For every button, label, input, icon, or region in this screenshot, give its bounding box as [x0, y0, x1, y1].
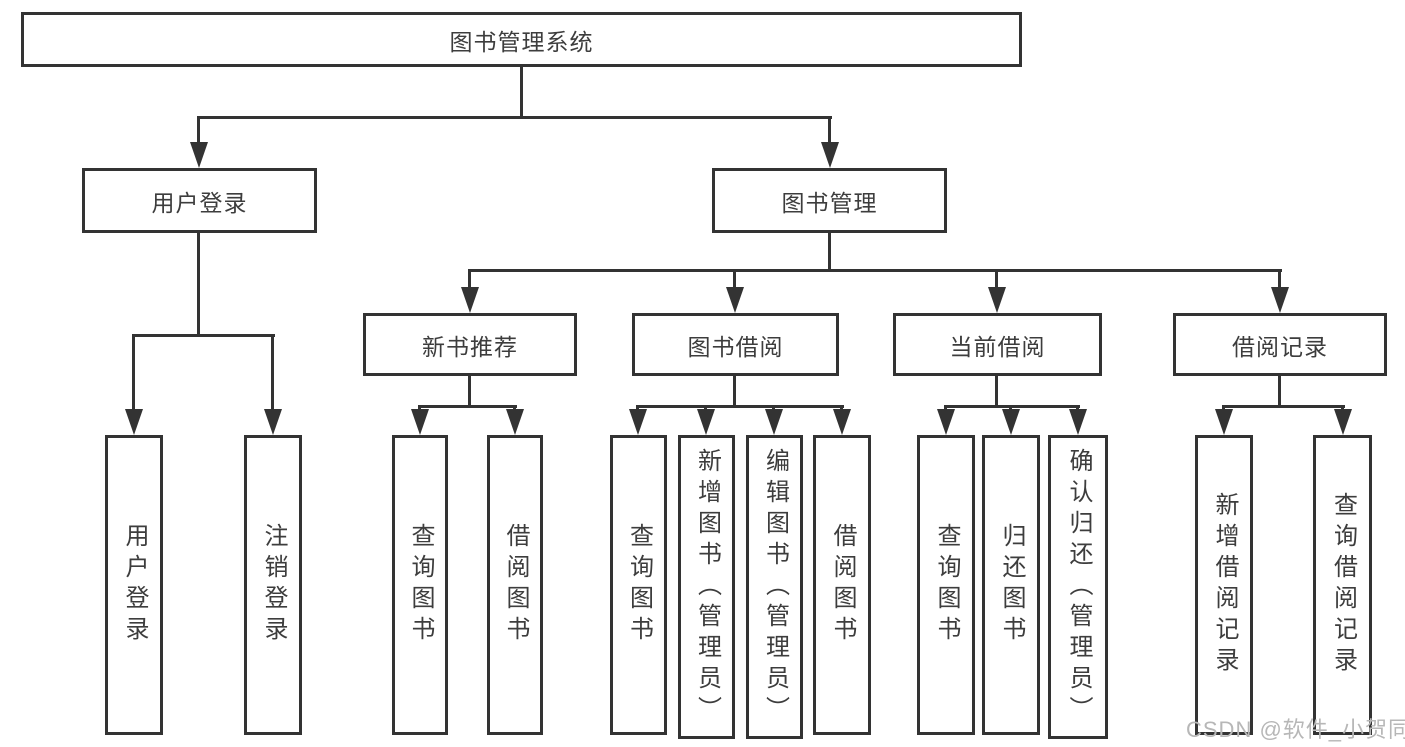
connector-root-bus	[197, 116, 832, 119]
node-leaf-cb-confirm-return: 确认归还（管理员）	[1048, 435, 1108, 739]
arrow-down-icon	[697, 409, 715, 435]
connector-arrow-line	[271, 334, 274, 414]
arrow-down-icon	[1002, 409, 1020, 435]
connector-borrow-records-stub	[1278, 374, 1281, 407]
node-leaf-cb-return-books-label: 归还图书	[998, 523, 1025, 647]
node-root: 图书管理系统	[21, 12, 1022, 67]
node-new-book-rec: 新书推荐	[363, 313, 577, 376]
node-user-login-label: 用户登录	[151, 189, 248, 216]
connector-book-mgmt-stub	[828, 231, 831, 271]
node-leaf-bb-add-books-label: 新增图书（管理员）	[693, 447, 721, 727]
node-leaf-bb-borrow-books: 借阅图书	[813, 435, 871, 735]
node-leaf-br-add-record-label: 新增借阅记录	[1211, 492, 1238, 678]
connector-arrow-line	[995, 269, 998, 291]
connector-user-login-stub	[197, 231, 200, 336]
connector-book-mgmt-bus	[468, 269, 1282, 272]
node-leaf-user-login: 用户登录	[105, 435, 163, 735]
node-book-borrow-label: 图书借阅	[687, 333, 784, 360]
arrow-down-icon	[125, 409, 143, 435]
node-leaf-bb-query-books-label: 查询图书	[625, 523, 653, 647]
node-borrow-records: 借阅记录	[1173, 313, 1387, 376]
arrow-down-icon	[411, 409, 429, 435]
connector-arrow-line	[1278, 269, 1281, 291]
node-leaf-bb-borrow-books-label: 借阅图书	[829, 523, 856, 647]
connector-book-borrow-bus	[636, 405, 844, 408]
node-leaf-logout-label: 注销登录	[260, 523, 287, 647]
node-leaf-bb-edit-books-label: 编辑图书（管理员）	[761, 447, 789, 727]
arrow-down-icon	[264, 409, 282, 435]
arrow-down-icon	[629, 409, 647, 435]
node-borrow-records-label: 借阅记录	[1232, 333, 1328, 360]
node-new-book-rec-label: 新书推荐	[422, 333, 518, 360]
arrow-down-icon	[461, 287, 479, 313]
connector-new-book-rec-stub	[468, 374, 471, 407]
arrow-down-icon	[1334, 409, 1352, 435]
node-leaf-bb-query-books: 查询图书	[610, 435, 667, 735]
arrow-down-icon	[988, 287, 1006, 313]
connector-arrow-line	[197, 116, 200, 146]
connector-borrow-records-bus	[1222, 405, 1345, 408]
connector-user-login-bus	[132, 334, 275, 337]
connector-arrow-line	[733, 269, 736, 291]
node-current-borrow-label: 当前借阅	[949, 333, 1046, 360]
connector-arrow-line	[828, 116, 831, 146]
connector-arrow-line	[132, 334, 135, 414]
node-book-borrow: 图书借阅	[632, 313, 839, 376]
node-leaf-bb-edit-books: 编辑图书（管理员）	[746, 435, 803, 739]
connector-current-borrow-stub	[995, 374, 998, 407]
arrow-down-icon	[726, 287, 744, 313]
connector-arrow-line	[468, 269, 471, 291]
node-root-label: 图书管理系统	[449, 28, 594, 55]
arrow-down-icon	[1069, 409, 1087, 435]
arrow-down-icon	[765, 409, 783, 435]
arrow-down-icon	[1271, 287, 1289, 313]
arrow-down-icon	[833, 409, 851, 435]
node-leaf-user-login-label: 用户登录	[121, 523, 148, 647]
node-current-borrow: 当前借阅	[893, 313, 1102, 376]
node-leaf-cb-query-books: 查询图书	[917, 435, 975, 735]
csdn-watermark: CSDN @软件_小贺同学	[1186, 717, 1405, 742]
node-leaf-rec-query-books: 查询图书	[392, 435, 448, 735]
connector-current-borrow-bus	[944, 405, 1080, 408]
node-leaf-rec-borrow-books-label: 借阅图书	[502, 523, 529, 647]
node-leaf-cb-confirm-return-label: 确认归还（管理员）	[1065, 447, 1092, 727]
node-leaf-br-query-record-label: 查询借阅记录	[1329, 492, 1357, 678]
node-leaf-br-add-record: 新增借阅记录	[1195, 435, 1253, 735]
arrow-down-icon	[821, 142, 839, 168]
node-leaf-logout: 注销登录	[244, 435, 302, 735]
node-leaf-rec-query-books-label: 查询图书	[407, 523, 434, 647]
node-leaf-cb-return-books: 归还图书	[982, 435, 1040, 735]
arrow-down-icon	[506, 409, 524, 435]
node-leaf-bb-add-books: 新增图书（管理员）	[678, 435, 735, 739]
node-leaf-cb-query-books-label: 查询图书	[933, 523, 960, 647]
node-leaf-rec-borrow-books: 借阅图书	[487, 435, 543, 735]
node-user-login: 用户登录	[82, 168, 317, 233]
node-book-mgmt-label: 图书管理	[781, 189, 878, 216]
connector-book-borrow-stub	[733, 374, 736, 407]
arrow-down-icon	[190, 142, 208, 168]
node-book-mgmt: 图书管理	[712, 168, 947, 233]
connector-new-book-rec-bus	[418, 405, 517, 408]
arrow-down-icon	[1215, 409, 1233, 435]
connector-root-stub	[520, 66, 523, 118]
arrow-down-icon	[937, 409, 955, 435]
node-leaf-br-query-record: 查询借阅记录	[1313, 435, 1372, 735]
